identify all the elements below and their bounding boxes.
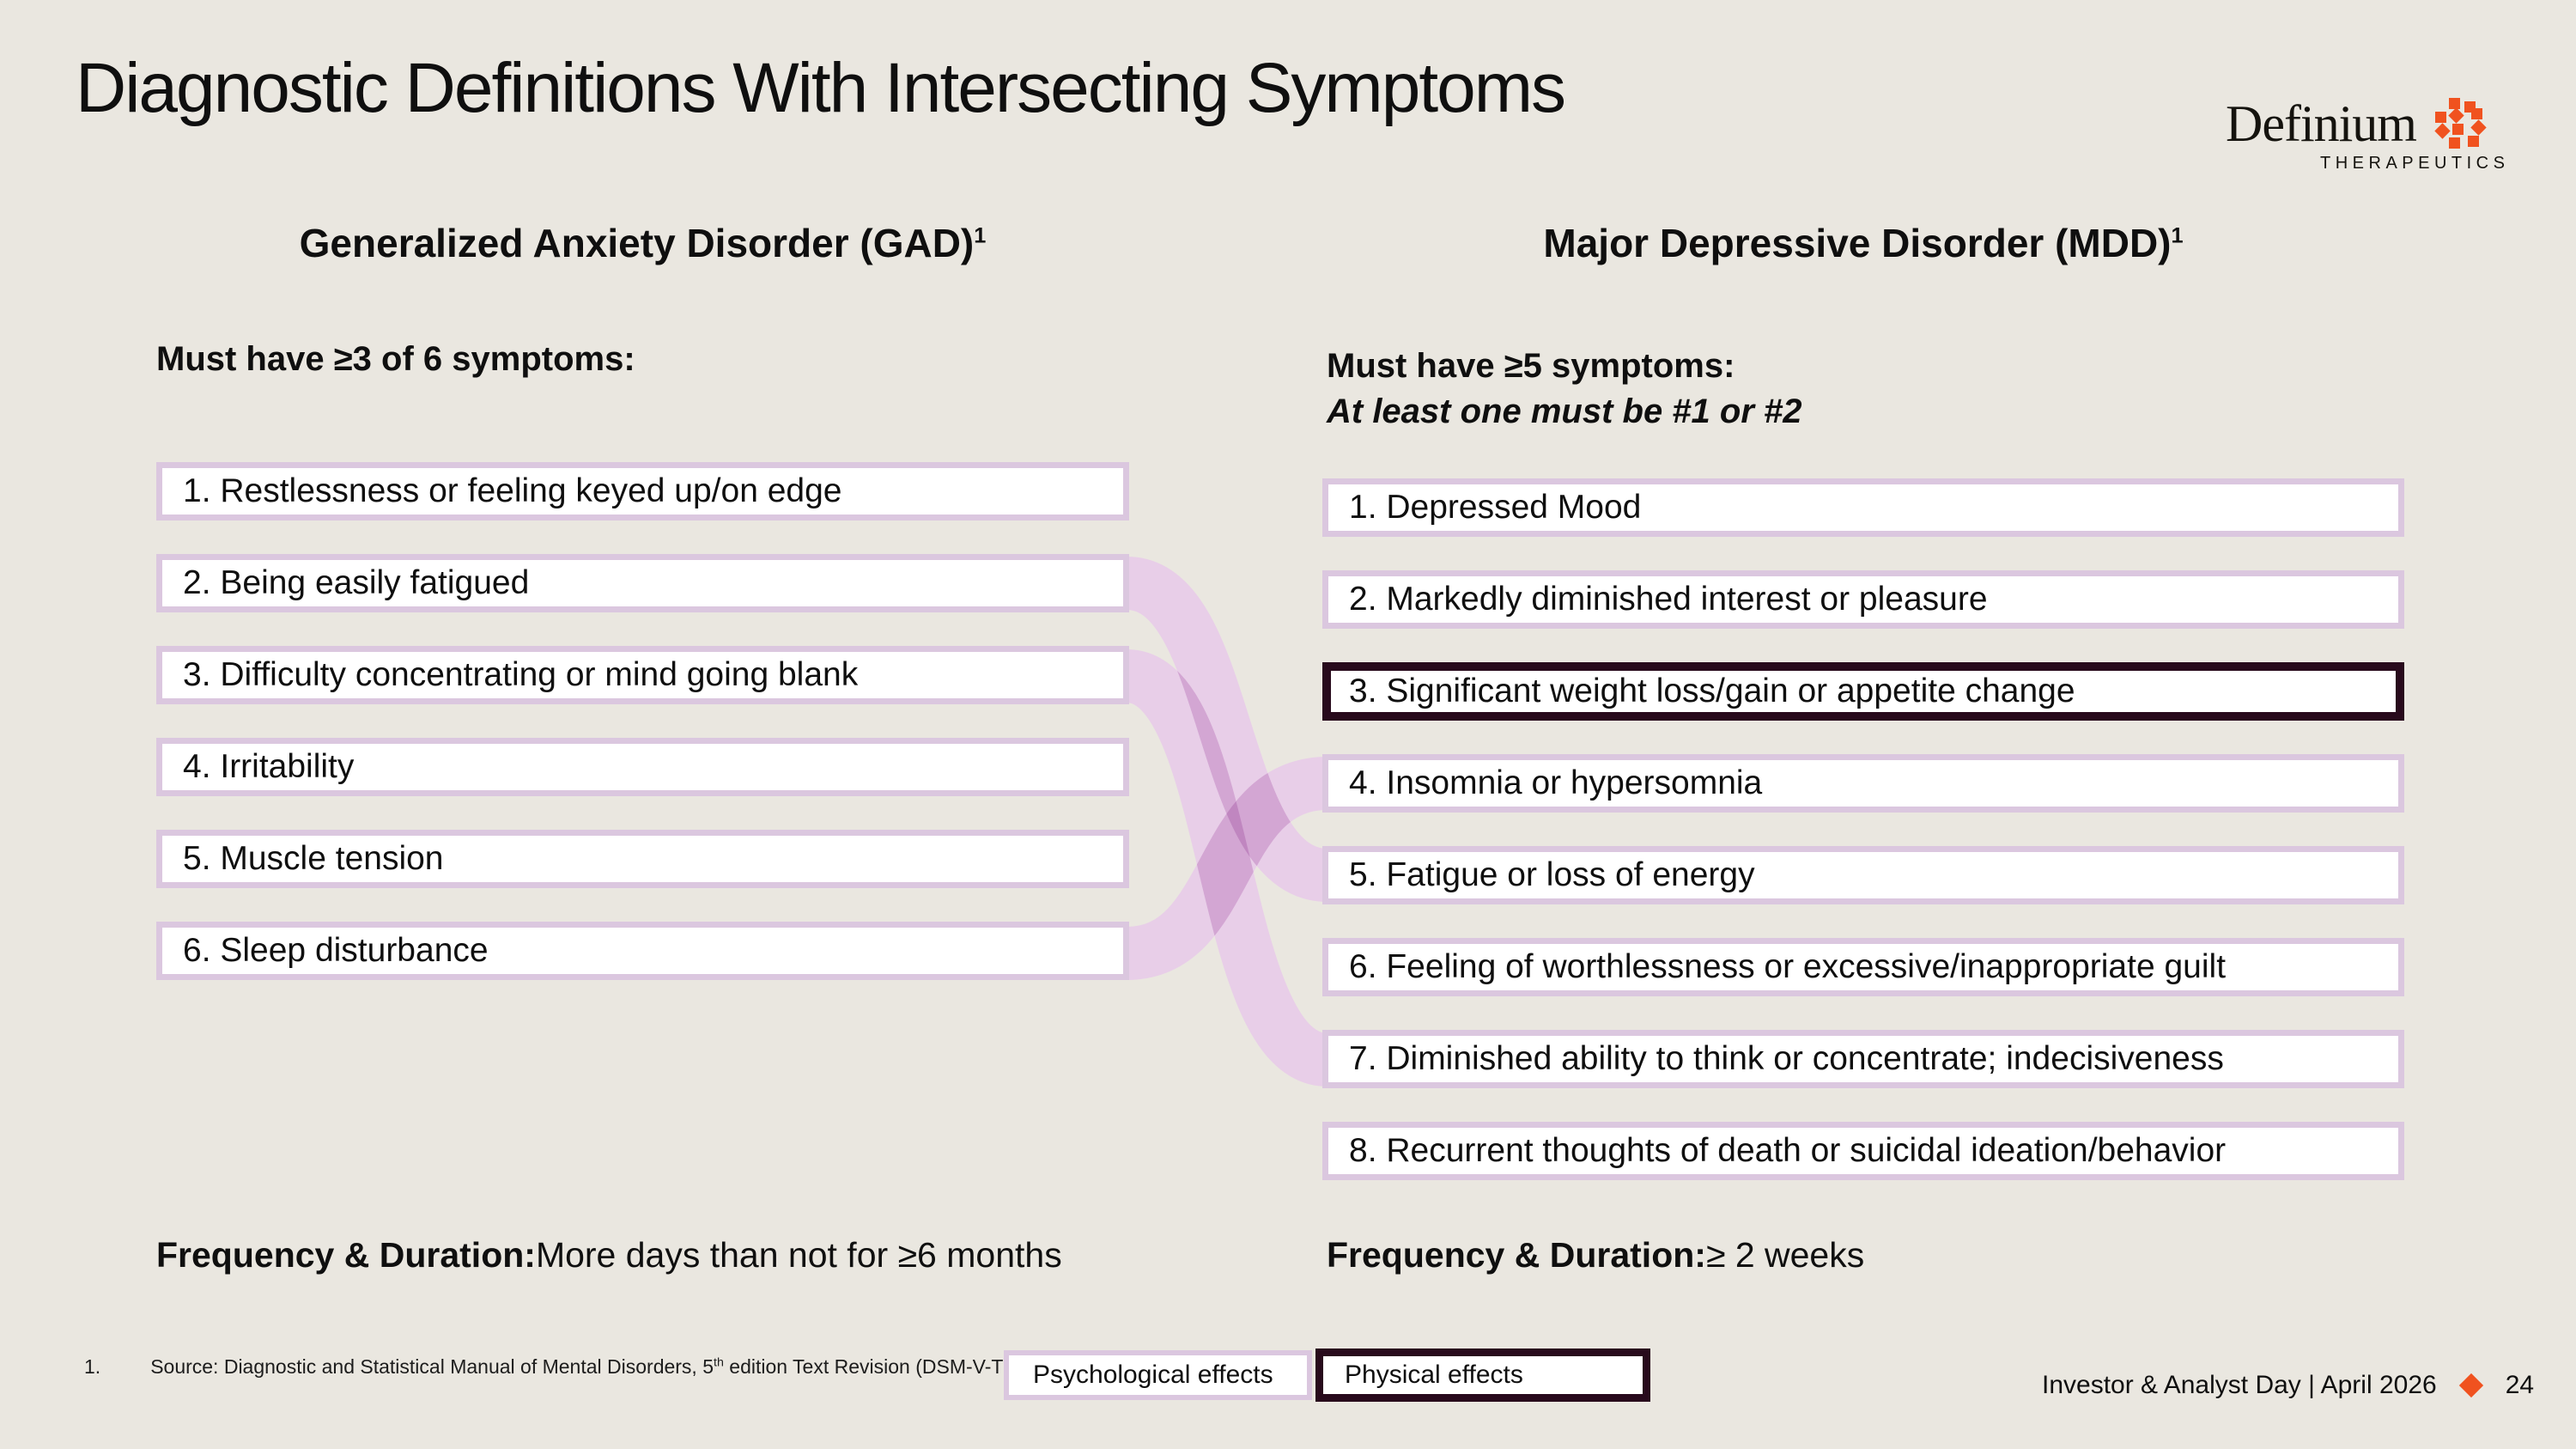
gad-symptom-list: 1. Restlessness or feeling keyed up/on e… — [156, 462, 1129, 980]
page-title: Diagnostic Definitions With Intersecting… — [76, 49, 1566, 127]
mdd-symptom-list: 1. Depressed Mood 2. Markedly diminished… — [1322, 478, 2404, 1180]
gad-requirement: Must have ≥3 of 6 symptoms: — [156, 340, 635, 378]
gad-symptom-box-4: 4. Irritability — [156, 738, 1129, 796]
mdd-frequency-value: ≥ 2 weeks — [1705, 1235, 1865, 1275]
company-logo: Definium THERAPEUTICS — [2226, 94, 2509, 174]
mdd-symptom-label: 7. Diminished ability to think or concen… — [1349, 1040, 2224, 1077]
legend-physical-label: Physical effects — [1345, 1361, 1523, 1389]
gad-symptom-label: 1. Restlessness or feeling keyed up/on e… — [183, 472, 842, 509]
mdd-symptom-label: 2. Markedly diminished interest or pleas… — [1349, 581, 1988, 618]
mdd-symptom-box-8: 8. Recurrent thoughts of death or suicid… — [1322, 1122, 2404, 1180]
gad-symptom-label: 3. Difficulty concentrating or mind goin… — [183, 656, 859, 693]
gad-symptom-box-1: 1. Restlessness or feeling keyed up/on e… — [156, 462, 1129, 521]
mdd-requirement-note: At least one must be #1 or #2 — [1327, 393, 1802, 430]
footer-event-label: Investor & Analyst Day | April 2026 — [2042, 1371, 2437, 1399]
footnote-text-post: edition Text Revision (DSM-V-TR) — [723, 1355, 1024, 1378]
logo-subtitle: THERAPEUTICS — [2320, 154, 2510, 173]
mdd-symptom-label: 4. Insomnia or hypersomnia — [1349, 764, 1763, 801]
footnote-index: 1. — [84, 1355, 101, 1378]
page-number: 24 — [2505, 1371, 2535, 1399]
logo-dots-icon — [2433, 97, 2487, 151]
gad-symptom-box-6: 6. Sleep disturbance — [156, 922, 1129, 980]
ribbon-gad6-mdd4 — [1125, 757, 1329, 980]
mdd-symptom-label: 1. Depressed Mood — [1349, 489, 1642, 526]
legend-physical-effects: Physical effects — [1315, 1349, 1650, 1402]
mdd-column-header: Major Depressive Disorder (MDD)1 — [1322, 220, 2404, 266]
mdd-symptom-box-5: 5. Fatigue or loss of energy — [1322, 846, 2404, 904]
source-footnote: 1. Source: Diagnostic and Statistical Ma… — [84, 1355, 1024, 1379]
gad-symptom-box-2: 2. Being easily fatigued — [156, 554, 1129, 612]
gad-header-text: Generalized Anxiety Disorder (GAD) — [299, 221, 975, 265]
mdd-frequency-label: Frequency & Duration: — [1327, 1235, 1706, 1275]
gad-symptom-label: 5. Muscle tension — [183, 840, 444, 877]
mdd-requirement-text: Must have ≥5 symptoms: — [1327, 347, 1735, 385]
logo-wordmark: Definium — [2226, 95, 2417, 152]
mdd-symptom-box-7: 7. Diminished ability to think or concen… — [1322, 1030, 2404, 1088]
gad-symptom-label: 6. Sleep disturbance — [183, 932, 489, 969]
gad-symptom-label: 2. Being easily fatigued — [183, 564, 530, 601]
mdd-symptom-label: 8. Recurrent thoughts of death or suicid… — [1349, 1132, 2227, 1169]
mdd-symptom-box-2: 2. Markedly diminished interest or pleas… — [1322, 570, 2404, 629]
ribbon-gad2-mdd5 — [1123, 557, 1330, 902]
gad-frequency-label: Frequency & Duration: — [156, 1235, 536, 1275]
mdd-symptom-label: 3. Significant weight loss/gain or appet… — [1349, 673, 2075, 709]
legend-psychological-effects: Psychological effects — [1004, 1350, 1312, 1400]
mdd-symptom-box-6: 6. Feeling of worthlessness or excessive… — [1322, 938, 2404, 996]
gad-symptom-box-5: 5. Muscle tension — [156, 830, 1129, 888]
mdd-symptom-label: 6. Feeling of worthlessness or excessive… — [1349, 948, 2227, 985]
diamond-icon — [2458, 1373, 2483, 1398]
mdd-header-text: Major Depressive Disorder (MDD) — [1543, 221, 2172, 265]
gad-symptom-box-3: 3. Difficulty concentrating or mind goin… — [156, 646, 1129, 704]
mdd-symptom-label: 5. Fatigue or loss of energy — [1349, 856, 1755, 893]
gad-frequency: Frequency & Duration:More days than not … — [156, 1235, 1062, 1275]
mdd-requirement: Must have ≥5 symptoms: At least one must… — [1327, 344, 1802, 435]
gad-symptom-label: 4. Irritability — [183, 748, 355, 785]
mdd-symptom-box-1: 1. Depressed Mood — [1322, 478, 2404, 537]
footnote-text-sup: th — [714, 1355, 724, 1370]
mdd-header-footnote-ref: 1 — [2171, 223, 2184, 248]
mdd-symptom-box-4: 4. Insomnia or hypersomnia — [1322, 754, 2404, 813]
mdd-symptom-box-3-physical-highlight: 3. Significant weight loss/gain or appet… — [1322, 662, 2404, 721]
footnote-text-pre: Source: Diagnostic and Statistical Manua… — [150, 1355, 714, 1378]
legend-psychological-label: Psychological effects — [1033, 1361, 1273, 1389]
gad-header-footnote-ref: 1 — [974, 223, 987, 248]
footnote-text: Source: Diagnostic and Statistical Manua… — [150, 1355, 1024, 1379]
slide-footer: Investor & Analyst Day | April 2026 24 — [2042, 1371, 2534, 1400]
gad-column-header: Generalized Anxiety Disorder (GAD)1 — [156, 220, 1129, 266]
gad-frequency-value: More days than not for ≥6 months — [535, 1235, 1062, 1275]
mdd-frequency: Frequency & Duration:≥ 2 weeks — [1327, 1235, 1864, 1275]
